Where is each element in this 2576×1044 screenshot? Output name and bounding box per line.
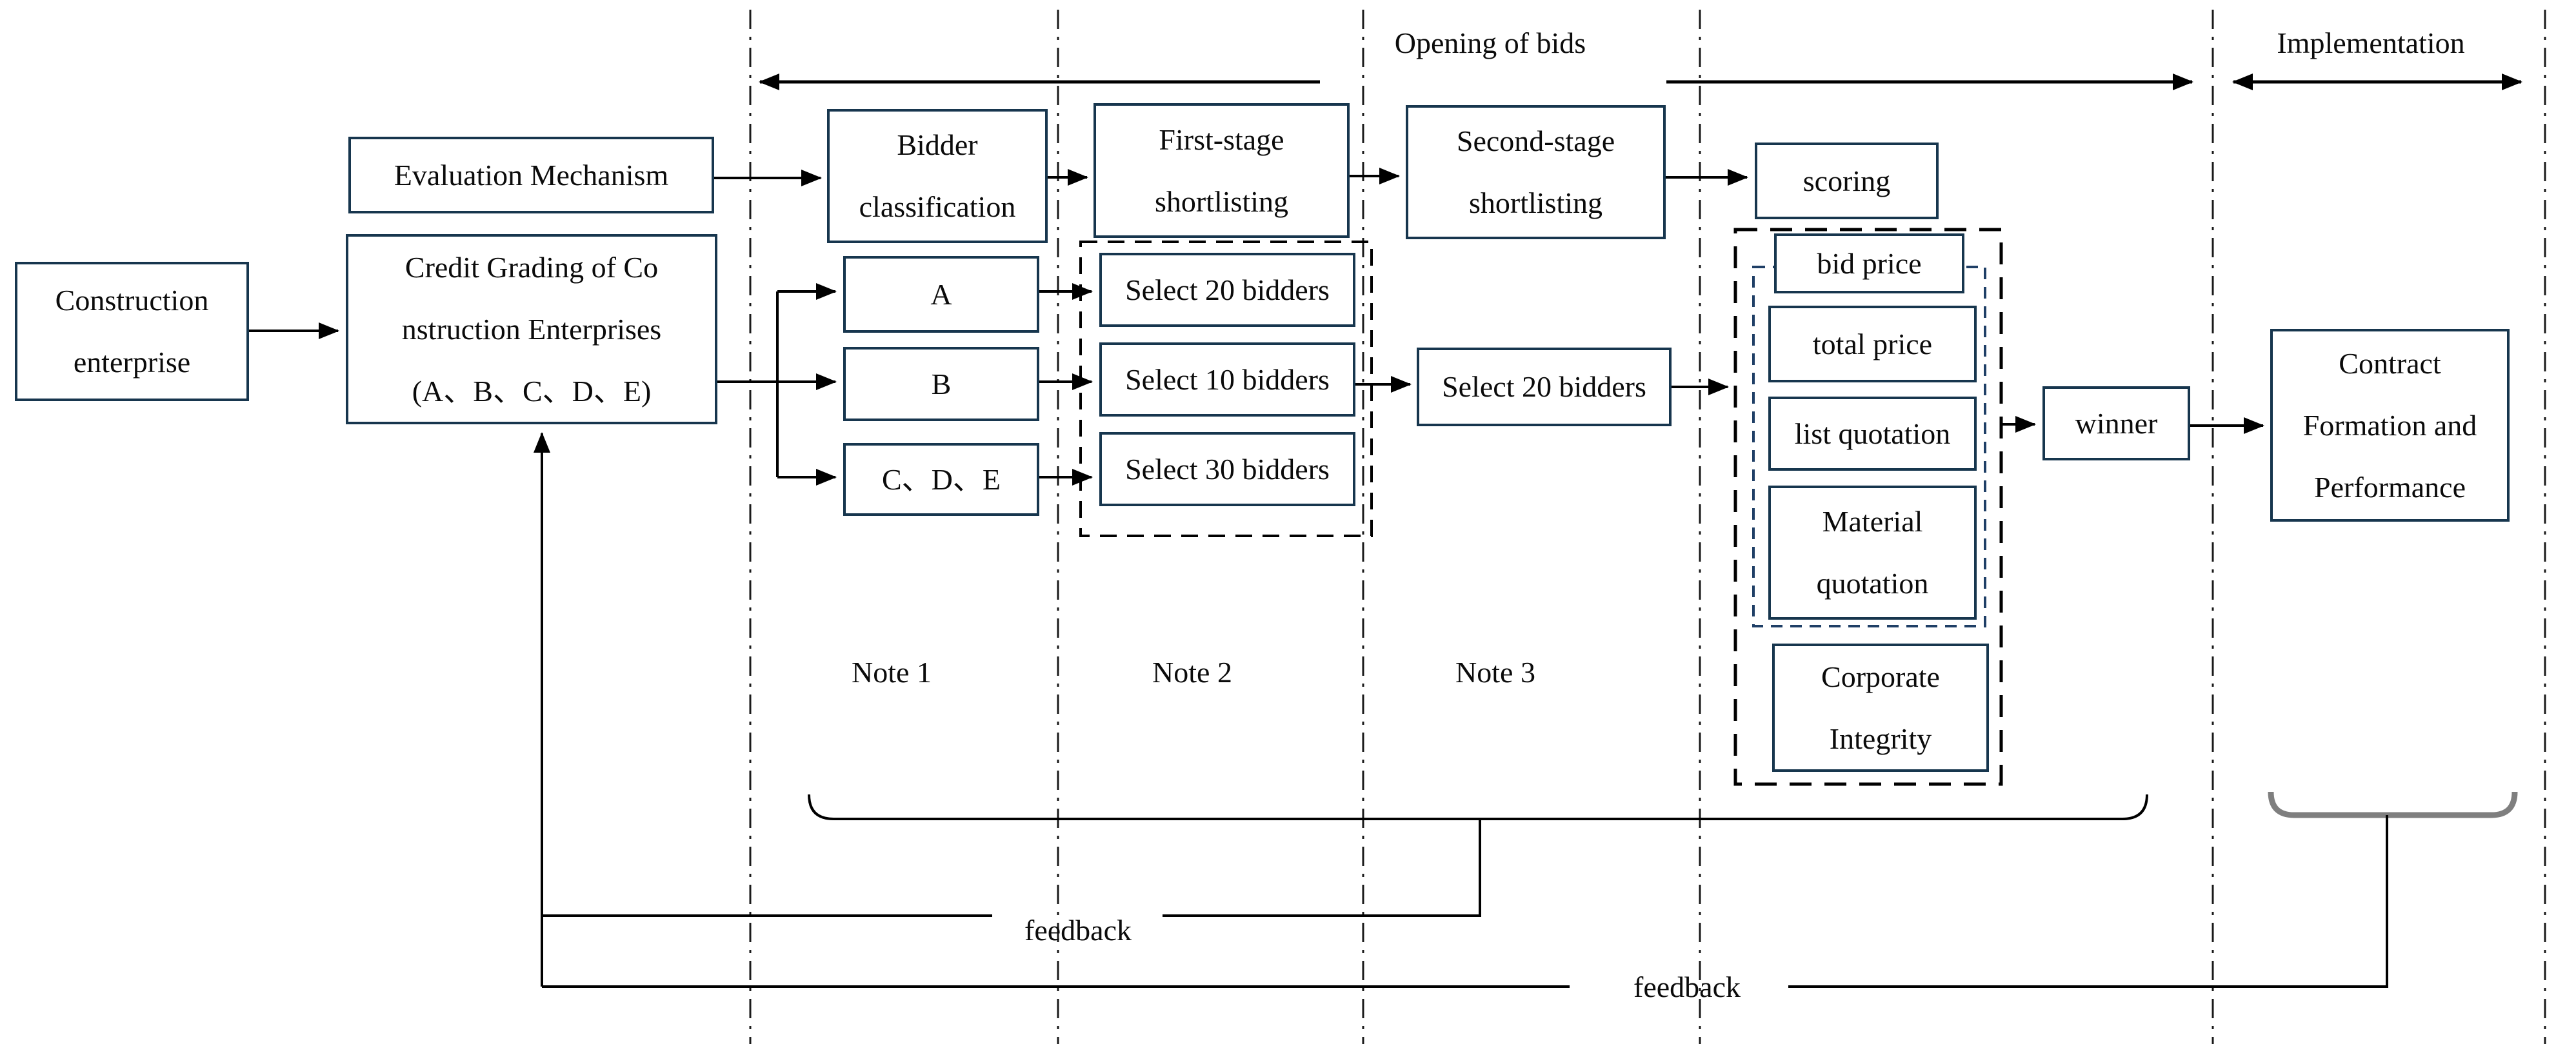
box-select-20-second: Select 20 bidders — [1417, 348, 1672, 426]
box-label-line: Contract — [2339, 346, 2441, 380]
box-label-line: quotation — [1816, 567, 1929, 600]
box-material-quotation: Material quotation — [1768, 486, 1977, 620]
box-label-line: list quotation — [1794, 417, 1951, 450]
box-label-line: nstruction Enterprises — [401, 312, 662, 346]
box-label-line: Second-stage — [1456, 124, 1615, 157]
scoring-criteria-outer-dashed-box — [1733, 228, 2003, 786]
opening-of-bids-label: Opening of bids — [1394, 26, 1586, 59]
box-corporate-integrity: Corporate Integrity — [1772, 644, 1989, 772]
box-select-10: Select 10 bidders — [1099, 342, 1355, 417]
note-1-label: Note 1 — [852, 656, 932, 689]
box-label-line: Select 20 bidders — [1442, 370, 1646, 403]
box-scoring: scoring — [1755, 143, 1939, 219]
box-label-line: Select 20 bidders — [1125, 273, 1330, 306]
box-total-price: total price — [1768, 306, 1977, 382]
box-list-quotation: list quotation — [1768, 397, 1977, 471]
box-label-line: C、D、E — [882, 462, 1001, 496]
implementation-bracket — [2268, 791, 2518, 818]
first-stage-selection-dashed-box — [1079, 241, 1373, 537]
box-select-30: Select 30 bidders — [1099, 432, 1355, 506]
opening-phase-bracket — [808, 794, 2148, 820]
box-label-line: shortlisting — [1154, 184, 1289, 218]
implementation-label: Implementation — [2277, 26, 2465, 59]
box-select-20-first: Select 20 bidders — [1099, 253, 1355, 327]
box-label-line: Bidder — [897, 128, 978, 161]
feedback-1-label: feedback — [1024, 914, 1132, 947]
box-label-line: enterprise — [73, 346, 191, 379]
box-construction-enterprise: Construction enterprise — [15, 262, 249, 401]
box-label-line: (A、B、C、D、E) — [412, 374, 652, 408]
note-3-label: Note 3 — [1455, 656, 1535, 689]
box-grade-a: A — [843, 256, 1039, 333]
box-evaluation-mechanism: Evaluation Mechanism — [348, 137, 714, 213]
price-criteria-inner-dashed-box — [1752, 266, 1986, 627]
box-label-line: total price — [1812, 327, 1933, 360]
box-label-line: Corporate — [1821, 660, 1940, 693]
box-grade-cde: C、D、E — [843, 443, 1039, 516]
box-bid-price: bid price — [1774, 233, 1964, 293]
box-label-line: Select 10 bidders — [1125, 362, 1330, 396]
box-label-line: bid price — [1817, 246, 1922, 280]
box-bidder-classification: Bidder classification — [827, 109, 1048, 243]
box-label-line: Credit Grading of Co — [404, 250, 659, 284]
box-grade-b: B — [843, 347, 1039, 421]
box-label-line: Evaluation Mechanism — [394, 158, 669, 192]
box-label-line: B — [931, 367, 952, 400]
box-label-line: A — [930, 277, 952, 311]
box-label-line: Construction — [55, 284, 209, 317]
box-second-stage-shortlisting: Second-stage shortlisting — [1406, 105, 1666, 239]
feedback-1-line — [542, 819, 1481, 917]
note-2-label: Note 2 — [1152, 656, 1232, 689]
feedback-2-label: feedback — [1633, 970, 1741, 1003]
box-label-line: classification — [859, 190, 1016, 223]
feedback-2-line — [542, 815, 2388, 988]
box-label-line: scoring — [1802, 164, 1891, 197]
box-first-stage-shortlisting: First-stage shortlisting — [1093, 103, 1350, 238]
box-contract-formation: Contract Formation and Performance — [2270, 329, 2510, 522]
box-credit-grading: Credit Grading of Co nstruction Enterpri… — [346, 234, 717, 424]
box-label-line: First-stage — [1159, 123, 1284, 156]
box-label-line: Integrity — [1829, 722, 1932, 755]
box-label-line: Select 30 bidders — [1125, 452, 1330, 486]
box-label-line: Formation and — [2302, 408, 2477, 442]
box-label-line: Performance — [2314, 470, 2466, 504]
box-winner: winner — [2042, 386, 2190, 460]
box-label-line: winner — [2075, 406, 2158, 440]
box-label-line: Material — [1822, 505, 1923, 538]
box-label-line: shortlisting — [1468, 186, 1603, 219]
